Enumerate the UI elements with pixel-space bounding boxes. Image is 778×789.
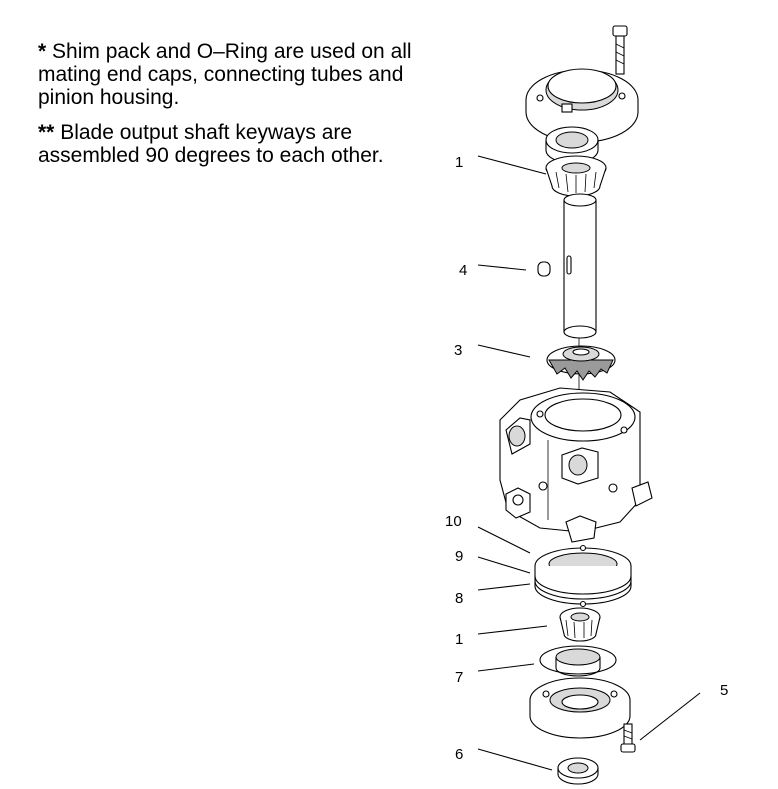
callout-7: 7 — [455, 669, 463, 686]
callout-5: 5 — [720, 682, 728, 699]
callout-10: 10 — [445, 513, 462, 530]
callout-1-top: 1 — [455, 154, 463, 171]
bottom-end-cap — [529, 677, 631, 739]
bottom-seal — [557, 757, 599, 785]
leader-1-top — [477, 155, 547, 175]
callout-1-bottom: 1 — [455, 631, 463, 648]
leader-7 — [477, 663, 535, 672]
callout-9: 9 — [455, 548, 463, 565]
bevel-gear — [546, 345, 616, 381]
leader-8 — [477, 583, 531, 591]
leader-4 — [477, 264, 527, 271]
leader-1-bottom — [477, 625, 548, 635]
gearbox-housing — [499, 387, 653, 543]
leader-5 — [639, 692, 701, 741]
middle-end-cap-shims — [534, 544, 632, 608]
side-bolt — [620, 723, 636, 753]
callout-8: 8 — [455, 590, 463, 607]
leader-3 — [477, 344, 531, 358]
note-marker: * — [38, 40, 47, 63]
seal — [545, 126, 599, 164]
leader-9 — [477, 556, 531, 574]
note-keyways: ** Blade output shaft keyways are assemb… — [38, 121, 438, 167]
callout-3: 3 — [454, 342, 462, 359]
leader-6 — [477, 748, 553, 771]
leader-10 — [477, 526, 531, 554]
callout-6: 6 — [455, 746, 463, 763]
callout-4: 4 — [459, 262, 467, 279]
top-bolt — [612, 25, 628, 75]
bottom-bearing — [559, 607, 601, 642]
lower-seal — [539, 645, 617, 677]
note-shim-pack: * Shim pack and O–Ring are used on all m… — [38, 40, 438, 109]
notes-block: * Shim pack and O–Ring are used on all m… — [38, 40, 438, 179]
note-text: Blade output shaft keyways are assembled… — [38, 121, 384, 167]
key — [537, 261, 551, 277]
top-bearing — [545, 155, 607, 197]
note-marker: ** — [38, 121, 55, 144]
output-shaft — [563, 193, 597, 339]
note-text: Shim pack and O–Ring are used on all mat… — [38, 40, 412, 109]
